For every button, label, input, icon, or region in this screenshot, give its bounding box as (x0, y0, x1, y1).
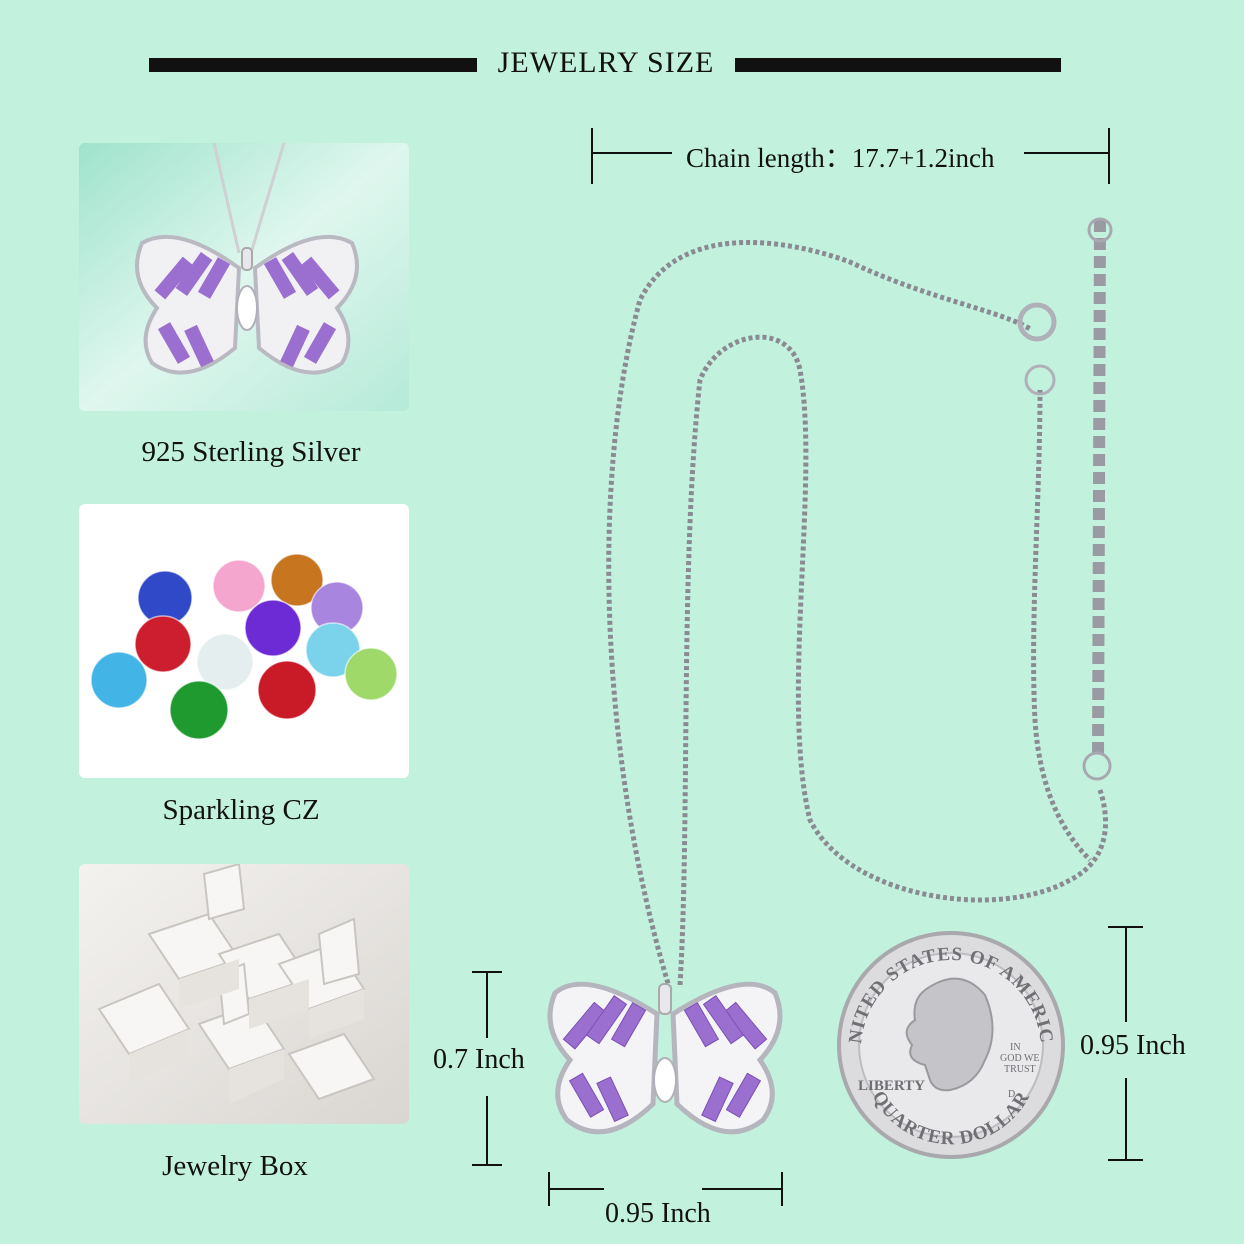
pendant-width-dimension (548, 1172, 783, 1206)
spring-clasp (1017, 302, 1057, 342)
coin-diameter-label: 0.95 Inch (1080, 1030, 1186, 1061)
caption-sparkling-cz: Sparkling CZ (162, 794, 320, 826)
coin-trust: TRUST (1004, 1064, 1036, 1075)
title-rule-left (149, 58, 477, 72)
jewelry-box-photo (79, 864, 409, 1124)
coin-mint-mark: D (1008, 1089, 1015, 1100)
title-rule-right (735, 58, 1061, 72)
pendant-width-label: 0.95 Inch (605, 1198, 711, 1229)
coin-in: IN (1010, 1042, 1021, 1053)
page-title: JEWELRY SIZE (497, 46, 715, 79)
caption-sterling-silver: 925 Sterling Silver (141, 436, 361, 468)
pendant-height-label: 0.7 Inch (433, 1044, 525, 1075)
sterling-silver-photo (79, 143, 409, 411)
chain-length-label: Chain length：17.7+1.2inch (686, 143, 995, 173)
extender-chain (1092, 219, 1106, 761)
caption-jewelry-box: Jewelry Box (162, 1150, 308, 1182)
butterfly-pendant (547, 981, 783, 1135)
sparkling-cz-photo (79, 504, 409, 778)
pendant-height-dimension (472, 971, 502, 1166)
coin-diameter-dimension (1108, 926, 1143, 1161)
quarter-coin (837, 931, 1065, 1159)
chain-length-dimension (591, 128, 1110, 184)
coin-god-we: GOD WE (1000, 1053, 1040, 1064)
coin-liberty: LIBERTY (858, 1078, 925, 1094)
box-chain (606, 239, 1108, 991)
